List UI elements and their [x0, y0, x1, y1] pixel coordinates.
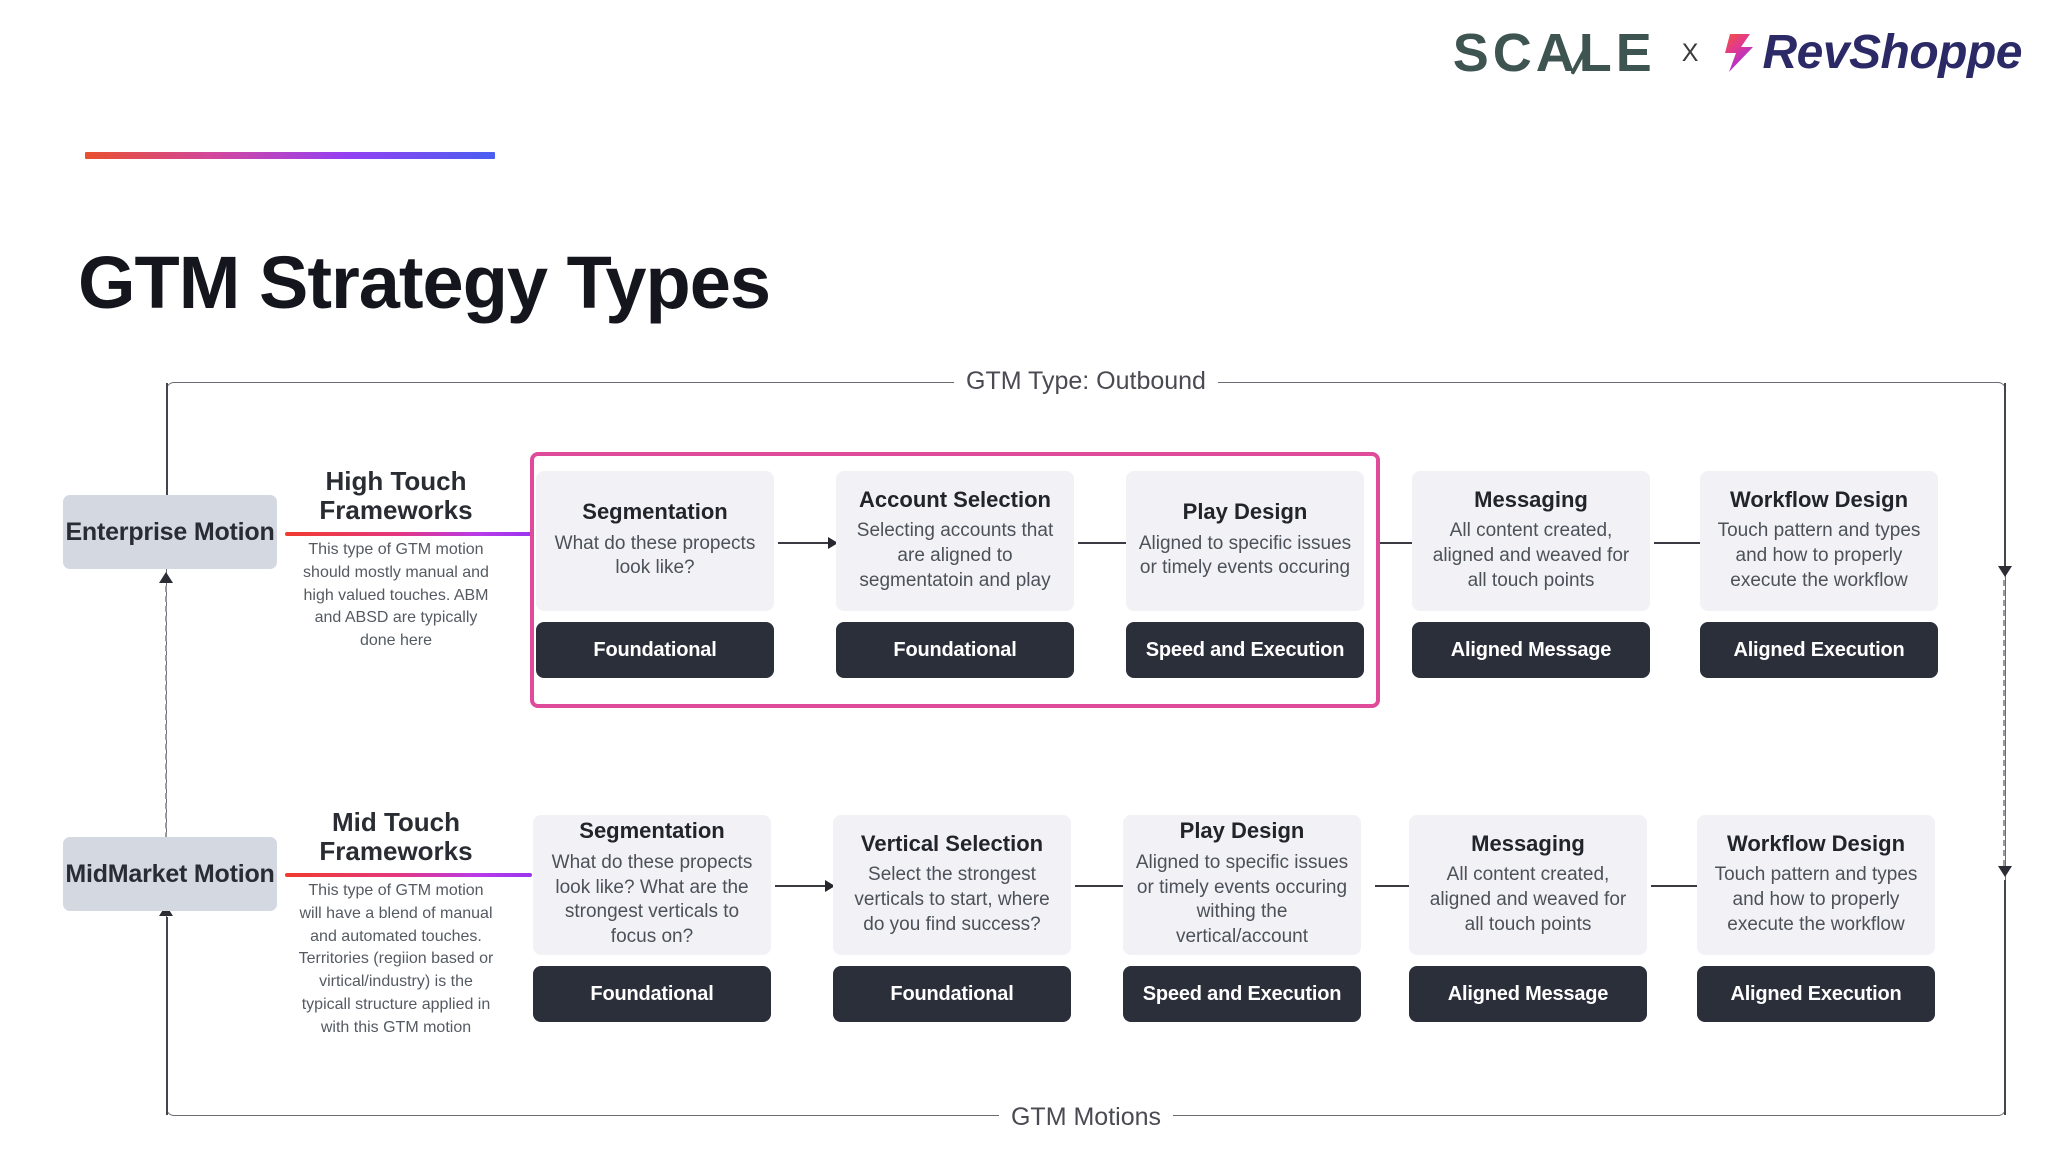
step-title: Vertical Selection — [860, 830, 1044, 856]
step-card: Segmentation What do these propects look… — [533, 815, 771, 955]
step-title: Messaging — [1471, 830, 1585, 856]
step-title: Workflow Design — [1726, 830, 1906, 856]
step-card: Play Design Aligned to specific issues o… — [1126, 471, 1364, 611]
step-midmarket-segmentation[interactable]: Segmentation What do these propects look… — [533, 815, 771, 1022]
step-title: Segmentation — [579, 818, 725, 844]
brand-bar: SCALE X RevShoppe — [1453, 26, 2023, 80]
title-accent-bar — [85, 152, 495, 159]
brand-separator-x: X — [1681, 38, 1699, 67]
page-title: GTM Strategy Types — [78, 240, 771, 324]
step-badge[interactable]: Aligned Message — [1412, 622, 1650, 678]
step-title: Play Design — [1179, 818, 1305, 844]
step-desc: All content created, aligned and weaved … — [1432, 520, 1630, 591]
step-card: Messaging All content created, aligned a… — [1412, 471, 1650, 611]
step-desc: Touch pattern and types and how to prope… — [1714, 864, 1918, 935]
motion-pill-enterprise-label: Enterprise Motion — [65, 517, 275, 546]
step-desc: Aligned to specific issues or timely eve… — [1135, 851, 1349, 947]
framework-desc-mid-touch: This type of GTM motion will have a blen… — [298, 882, 494, 1036]
motion-pill-midmarket-label: MidMarket Motion — [65, 859, 275, 888]
step-title: Workflow Design — [1729, 486, 1909, 512]
step-card: Play Design Aligned to specific issues o… — [1123, 815, 1361, 955]
step-desc: What do these propects look like? — [554, 532, 756, 579]
step-desc: Selecting accounts that are aligned to s… — [856, 520, 1054, 591]
left-rail-bottom-segment — [166, 917, 168, 1115]
framework-column-mid-touch: Mid Touch Frameworks This type of GTM mo… — [298, 807, 494, 1039]
framework-column-high-touch: High Touch Frameworks This type of GTM m… — [298, 466, 494, 653]
step-enterprise-messaging[interactable]: Messaging All content created, aligned a… — [1412, 471, 1650, 678]
right-rail-top-segment — [2004, 383, 2006, 566]
frame-label-gtm-type: GTM Type: Outbound — [954, 367, 1218, 396]
motion-pill-enterprise[interactable]: Enterprise Motion — [63, 495, 277, 569]
step-badge[interactable]: Foundational — [536, 622, 774, 678]
step-title: Play Design — [1182, 499, 1308, 525]
motion-pill-midmarket[interactable]: MidMarket Motion — [63, 837, 277, 911]
step-enterprise-account-selection[interactable]: Account Selection Selecting accounts tha… — [836, 471, 1074, 678]
step-card: Workflow Design Touch pattern and types … — [1697, 815, 1935, 955]
step-card: Account Selection Selecting accounts tha… — [836, 471, 1074, 611]
step-desc: Select the strongest verticals to start,… — [854, 864, 1050, 935]
arrow-down-enterprise-side — [1998, 566, 2012, 577]
step-title: Segmentation — [582, 499, 728, 525]
framework-desc-high-touch: This type of GTM motion should mostly ma… — [303, 541, 489, 650]
step-badge[interactable]: Foundational — [533, 966, 771, 1022]
step-midmarket-workflow-design[interactable]: Workflow Design Touch pattern and types … — [1697, 815, 1935, 1022]
arrow-enterprise-1-to-2 — [778, 537, 838, 549]
step-title: Account Selection — [859, 486, 1051, 512]
scale-logo-text: SCALE — [1452, 23, 1656, 83]
step-badge[interactable]: Aligned Execution — [1697, 966, 1935, 1022]
step-desc: All content created, aligned and weaved … — [1429, 864, 1627, 935]
framework-title-mid-touch: Mid Touch Frameworks — [319, 807, 473, 867]
lightning-bolt-icon — [1725, 34, 1754, 72]
left-rail-dashed-midmarket-to-enterprise — [165, 586, 167, 868]
left-rail-drop-to-enterprise — [166, 383, 168, 495]
step-badge[interactable]: Aligned Message — [1409, 966, 1647, 1022]
step-midmarket-play-design[interactable]: Play Design Aligned to specific issues o… — [1123, 815, 1361, 1022]
arrow-down-midmarket-side — [1998, 866, 2012, 877]
step-enterprise-workflow-design[interactable]: Workflow Design Touch pattern and types … — [1700, 471, 1938, 678]
step-card: Workflow Design Touch pattern and types … — [1700, 471, 1938, 611]
right-rail-bottom-segment — [2004, 880, 2006, 1115]
step-card: Messaging All content created, aligned a… — [1409, 815, 1647, 955]
step-title: Messaging — [1474, 486, 1588, 512]
revshoppe-logo: RevShoppe — [1724, 29, 2022, 77]
step-badge[interactable]: Foundational — [833, 966, 1071, 1022]
step-enterprise-play-design[interactable]: Play Design Aligned to specific issues o… — [1126, 471, 1364, 678]
revshoppe-wordmark: RevShoppe — [1762, 26, 2022, 79]
arrow-midmarket-1-to-2 — [775, 880, 835, 892]
arrow-up-to-enterprise — [159, 572, 173, 583]
scale-logo: SCALE — [1453, 26, 1656, 80]
step-badge[interactable]: Speed and Execution — [1126, 622, 1364, 678]
right-rail-dashed-enterprise-to-midmarket — [2003, 580, 2005, 866]
step-badge[interactable]: Foundational — [836, 622, 1074, 678]
step-badge[interactable]: Aligned Execution — [1700, 622, 1938, 678]
frame-label-gtm-motions: GTM Motions — [998, 1103, 1174, 1132]
step-card: Vertical Selection Select the strongest … — [833, 815, 1071, 955]
step-card: Segmentation What do these propects look… — [536, 471, 774, 611]
step-desc: Touch pattern and types and how to prope… — [1717, 520, 1921, 591]
gtm-outer-frame: GTM Type: Outbound GTM Motions — [166, 367, 2006, 1132]
connector-gradient-midmarket — [285, 873, 532, 877]
step-midmarket-messaging[interactable]: Messaging All content created, aligned a… — [1409, 815, 1647, 1022]
step-enterprise-segmentation[interactable]: Segmentation What do these propects look… — [536, 471, 774, 678]
framework-title-high-touch: High Touch Frameworks — [319, 466, 473, 526]
step-midmarket-vertical-selection[interactable]: Vertical Selection Select the strongest … — [833, 815, 1071, 1022]
step-desc: Aligned to specific issues or timely eve… — [1138, 532, 1352, 579]
step-desc: What do these propects look like? What a… — [551, 851, 753, 947]
connector-gradient-enterprise — [285, 532, 532, 536]
step-badge[interactable]: Speed and Execution — [1123, 966, 1361, 1022]
